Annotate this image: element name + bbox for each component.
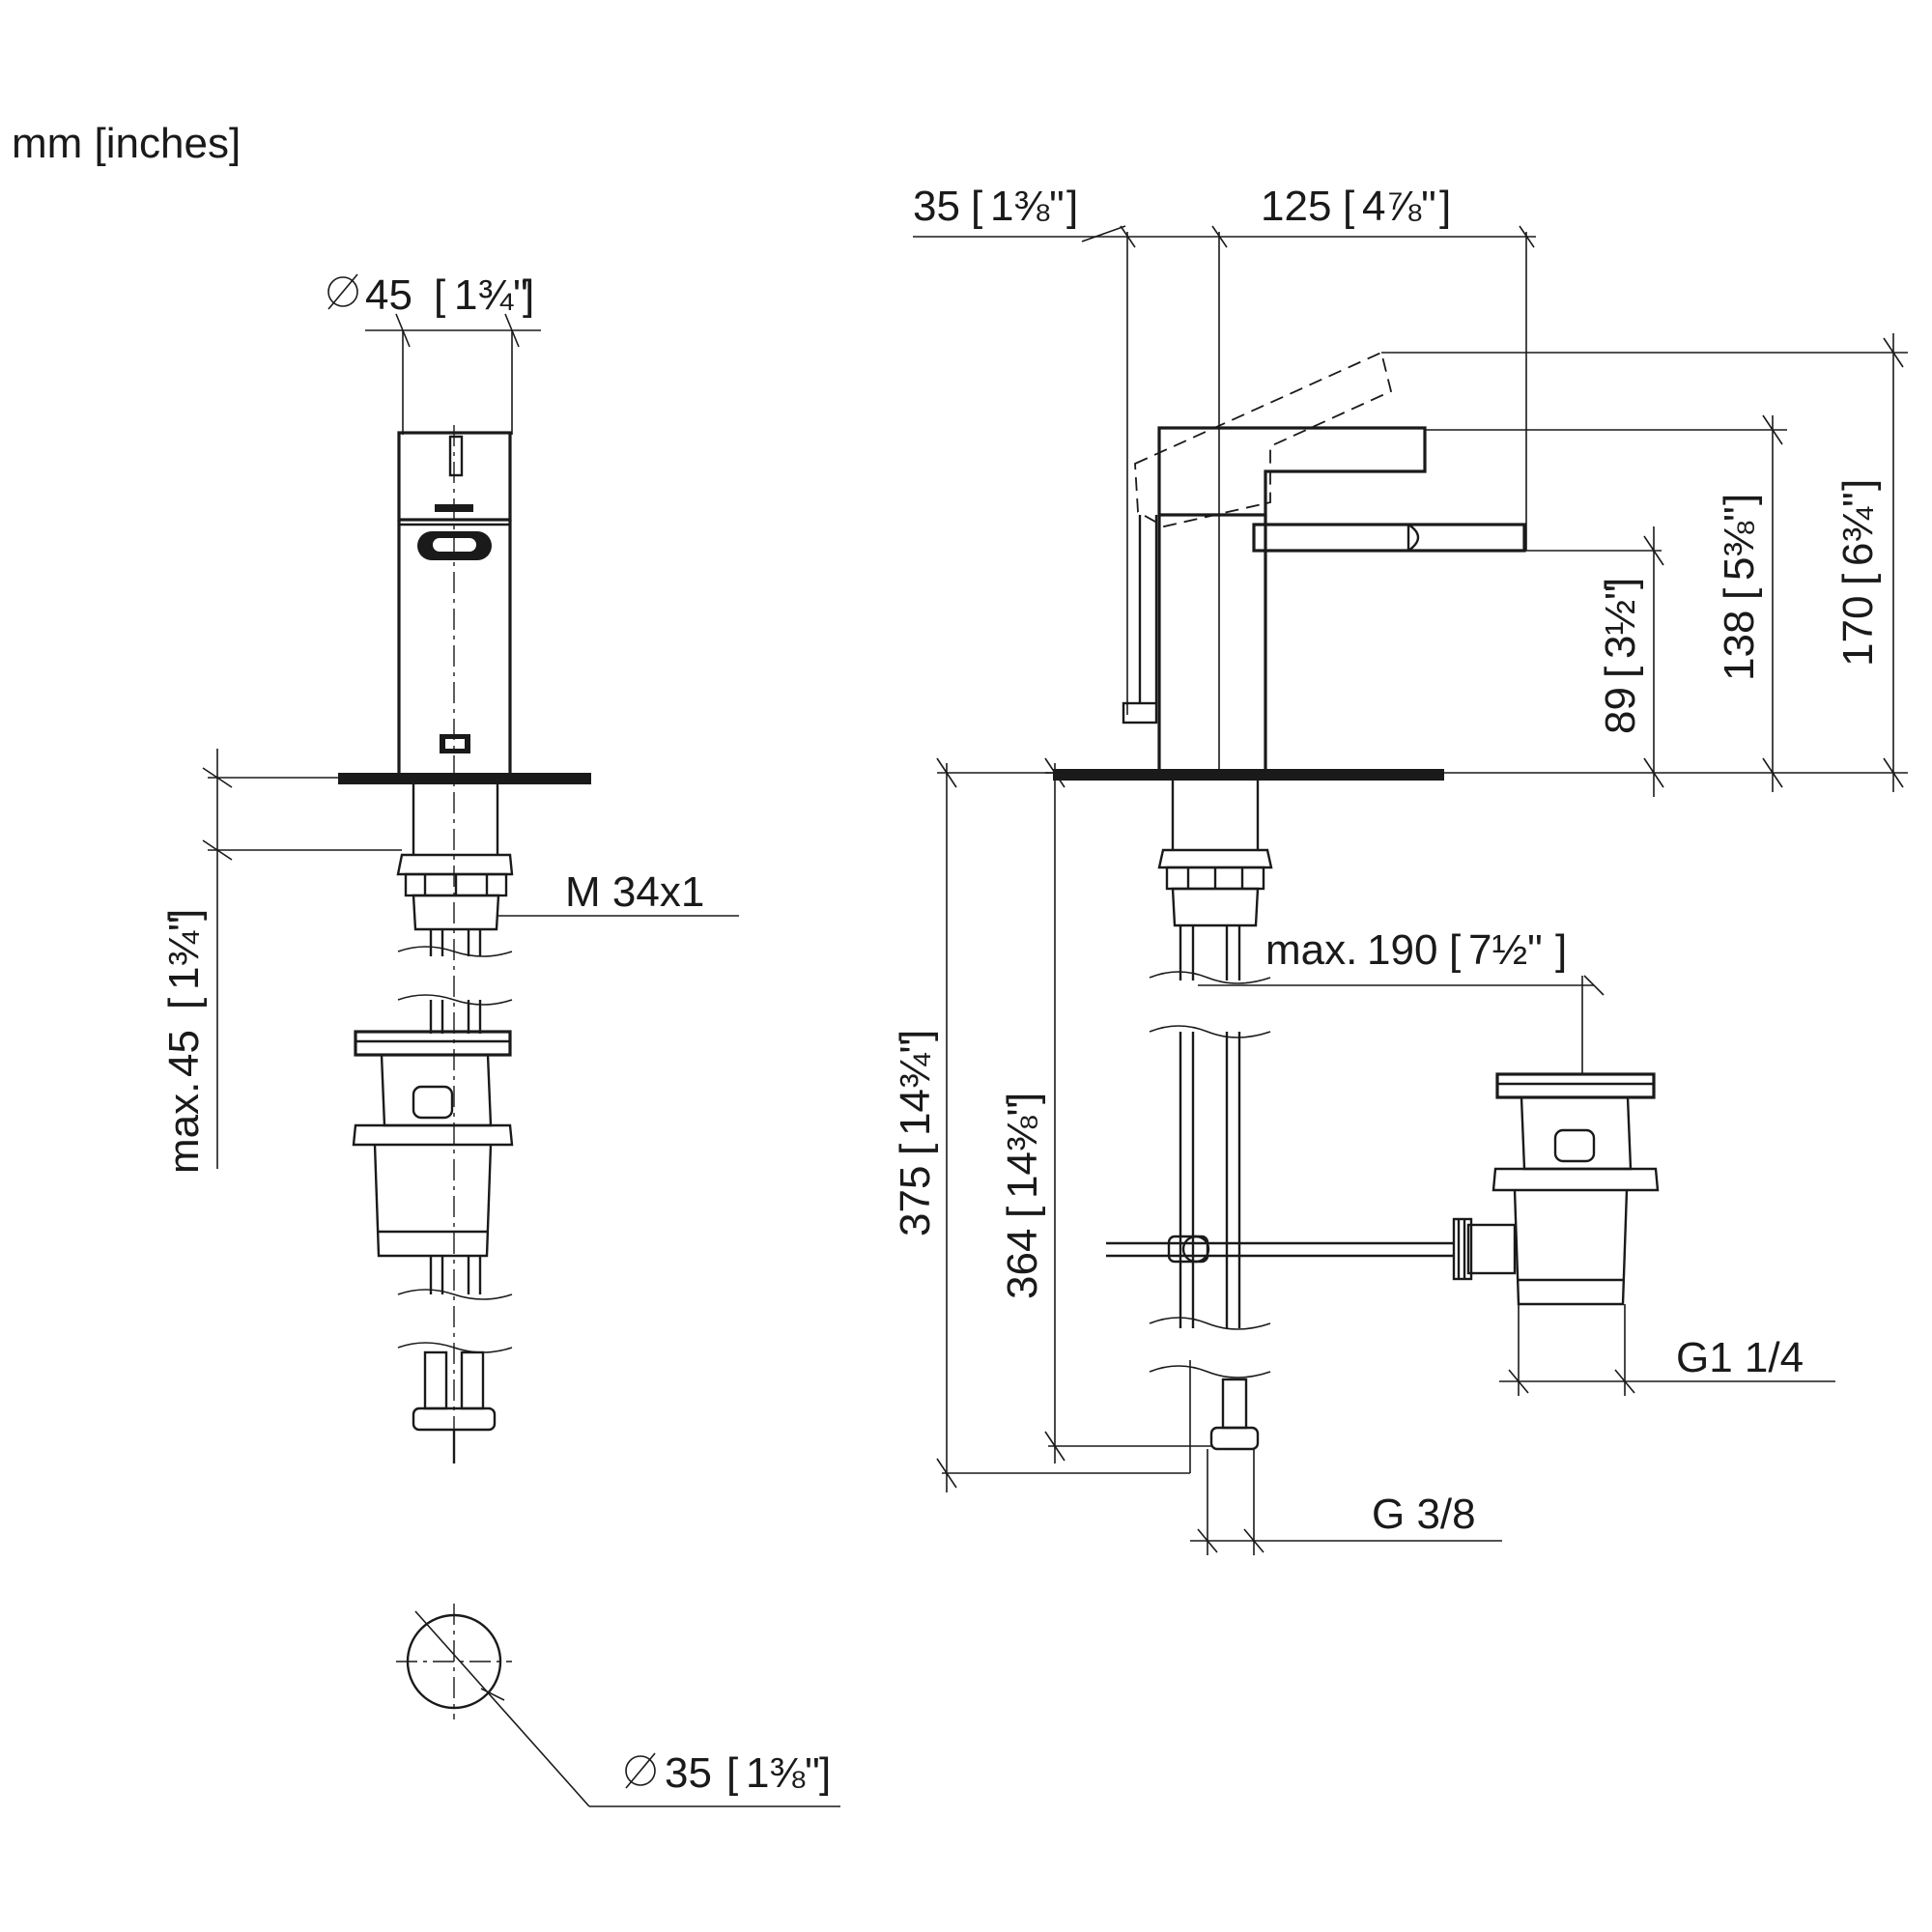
svg-text:[: [ [726, 1749, 738, 1797]
lever-offset-mm: 35 [913, 183, 960, 230]
hose-short-inch: 14⅜" [999, 1101, 1046, 1199]
hole-diameter-inch: 1⅜" [746, 1749, 820, 1797]
svg-text:]: ] [1597, 578, 1644, 589]
lever-height-inch: 6¾" [1834, 492, 1882, 566]
supply-thread-label: G 3/8 [1372, 1491, 1476, 1538]
svg-text:[: [ [1597, 667, 1644, 678]
body-height-mm: 138 [1716, 611, 1763, 681]
side-deck [1053, 769, 1444, 781]
svg-text:[: [ [1449, 926, 1461, 974]
body-height-inch: 5⅜" [1716, 506, 1763, 581]
svg-text:]: ] [1716, 494, 1763, 505]
diameter-symbol-icon [327, 273, 358, 310]
side-spout [1252, 523, 1526, 553]
svg-text:]: ] [1834, 479, 1882, 491]
hose-long-inch: 14¾" [892, 1038, 939, 1136]
side-waste-flange [1495, 1072, 1656, 1099]
side-view: 35 [ 1⅜" ] 125 [ 4⅞" ] [892, 183, 1908, 1555]
svg-text:[: [ [892, 1144, 939, 1155]
lever-height-mm: 170 [1834, 596, 1882, 667]
waste-offset-mm: 190 [1367, 926, 1437, 974]
svg-text:[: [ [999, 1207, 1046, 1218]
lever-offset-inch: 1⅜" [990, 183, 1065, 230]
lever-raised-outline [1134, 351, 1393, 527]
hose-short-mm: 364 [999, 1229, 1046, 1299]
front-diameter-inch: 1¾" [454, 271, 528, 319]
svg-text:]: ] [819, 1749, 831, 1797]
svg-text:[: [ [971, 183, 982, 230]
waste-offset-prefix: max. [1265, 926, 1357, 974]
front-view: 45 1¾" [ ] M 34x1 [160, 271, 840, 1807]
svg-text:]: ] [1439, 183, 1451, 230]
svg-text:]: ] [892, 1030, 939, 1041]
svg-text:[: [ [1343, 183, 1354, 230]
front-thread-label: M 34x1 [565, 868, 704, 916]
spout-height-inch: 3½" [1597, 584, 1644, 659]
waste-thread-label: G1 1/4 [1676, 1334, 1804, 1381]
spout-reach-mm: 125 [1261, 183, 1331, 230]
front-deck [338, 773, 591, 784]
svg-text:[: [ [1834, 574, 1882, 585]
svg-text:[: [ [1716, 588, 1763, 600]
units-label: mm [inches] [12, 120, 241, 167]
front-waste-flange [354, 1030, 512, 1057]
svg-text:]: ] [160, 909, 208, 921]
front-deck-prefix: max. [160, 1082, 208, 1174]
front-diameter-mm: 45 [365, 271, 412, 319]
svg-text:[: [ [434, 271, 445, 319]
spout-height-mm: 89 [1597, 687, 1644, 734]
diameter-symbol-icon [625, 1752, 656, 1789]
front-deck-mm: 45 [160, 1030, 208, 1077]
spout-reach-inch: 4⅞" [1362, 183, 1436, 230]
svg-text:]: ] [1066, 183, 1078, 230]
waste-offset-inch: 7½" [1468, 926, 1543, 974]
hole-diameter-mm: 35 [665, 1749, 712, 1797]
svg-text:]: ] [999, 1093, 1046, 1104]
svg-text:]: ] [1555, 926, 1567, 974]
svg-text:]: ] [523, 271, 534, 319]
front-deck-inch: 1¾" [160, 916, 208, 990]
side-lever [1157, 426, 1427, 517]
svg-text:[: [ [160, 998, 208, 1009]
mounting-hole [396, 1604, 840, 1807]
hose-long-mm: 375 [892, 1166, 939, 1236]
